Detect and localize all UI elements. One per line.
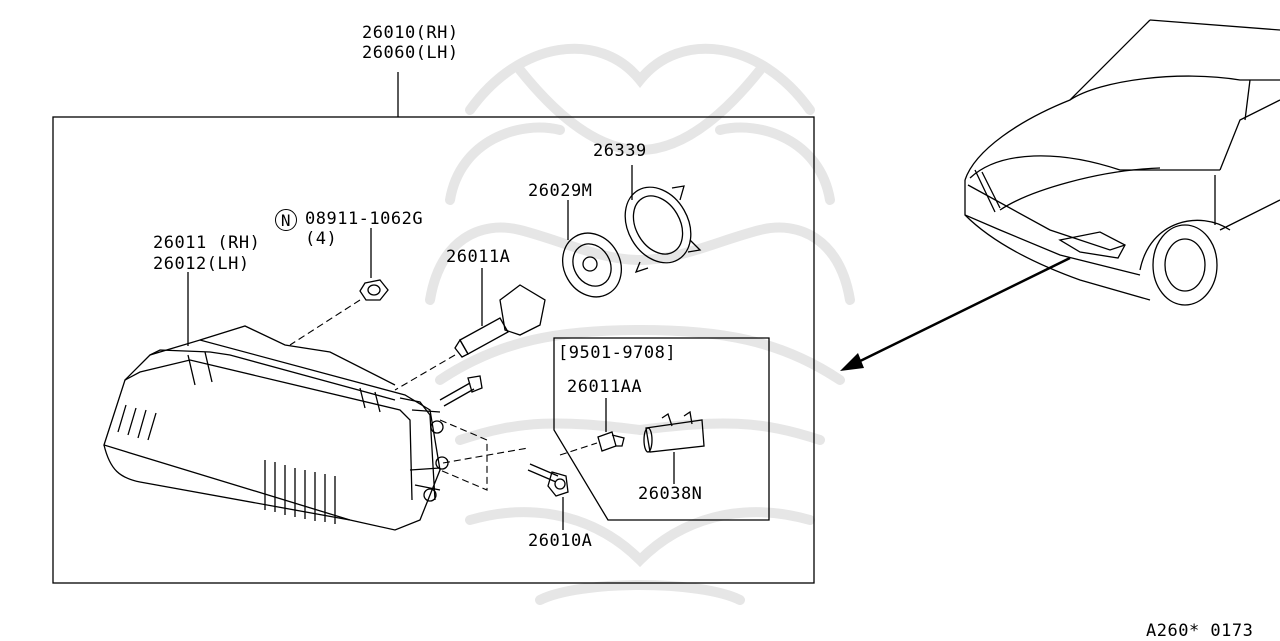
watermark-logo — [425, 43, 855, 605]
variant-box-frame — [553, 337, 770, 521]
screw-drawing — [439, 375, 483, 407]
bolt-dashed-lines — [439, 419, 529, 491]
assembly-label-lh: 26060(LH) — [362, 43, 459, 63]
small-bulb-dashed-line — [559, 442, 598, 456]
bulb-drawing — [454, 284, 546, 358]
nut-drawing — [359, 279, 389, 301]
housing-label-rh: 26011 (RH) — [153, 233, 261, 253]
cap-drawing — [562, 232, 622, 298]
bolt-drawing — [527, 463, 569, 497]
assembly-label-rh: 26010(RH) — [362, 23, 459, 43]
cap-label: 26029M — [528, 181, 593, 201]
small-bulb-label: 26011AA — [567, 377, 643, 397]
bulb-label: 26011A — [446, 247, 511, 267]
nut-dashed-line — [289, 299, 361, 346]
ring-drawing — [624, 185, 702, 274]
variant-date-range: [9501-9708] — [558, 343, 677, 363]
car-outline-drawing — [964, 19, 1280, 306]
socket-drawing — [643, 410, 705, 453]
housing-label-lh: 26012(LH) — [153, 254, 250, 274]
ring-label: 26339 — [593, 141, 647, 161]
footer-code: A260* 0173 — [1146, 621, 1254, 641]
nut-circle-badge: N — [275, 209, 297, 231]
nut-quantity: (4) — [305, 229, 338, 249]
bulb-dashed-line — [394, 354, 456, 391]
main-frame — [52, 116, 815, 584]
pointer-arrow — [840, 256, 1071, 371]
headlamp-housing-drawing — [103, 325, 449, 531]
socket-label: 26038N — [638, 484, 703, 504]
bolt-label: 26010A — [528, 531, 593, 551]
nut-part-number: 08911-1062G — [305, 209, 424, 229]
small-bulb-drawing — [597, 431, 625, 452]
